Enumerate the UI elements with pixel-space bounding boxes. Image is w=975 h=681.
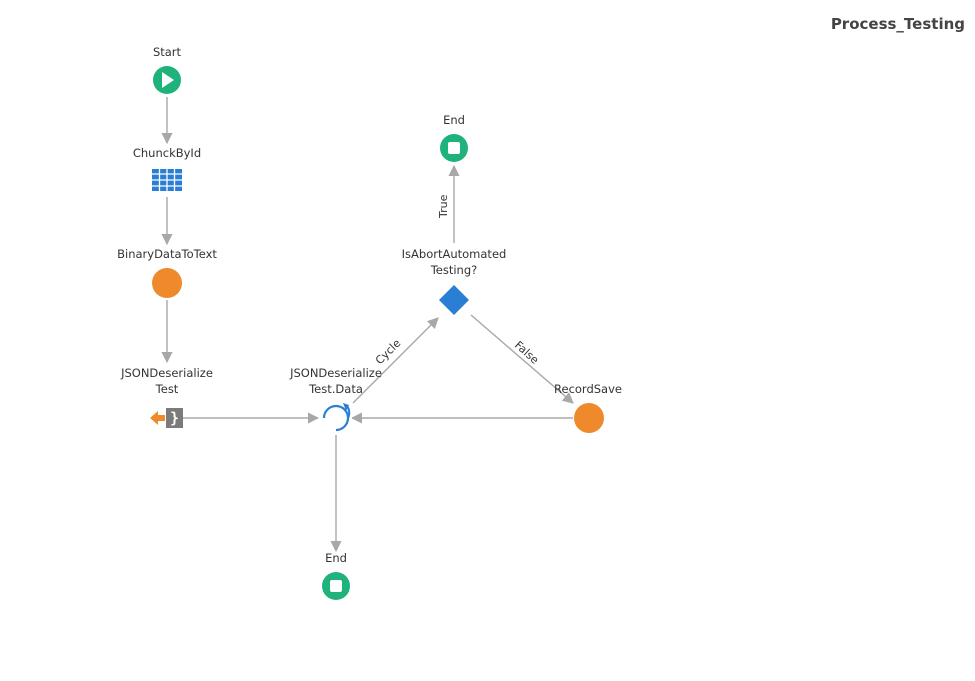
- node-label-json-deserialize-test-line2: Test: [155, 382, 179, 396]
- play-icon: [153, 66, 181, 94]
- node-label-start: Start: [153, 45, 182, 59]
- node-json-deserialize-test[interactable]: JSONDeserialize Test }: [120, 366, 213, 428]
- node-label-is-abort-line2: Testing?: [430, 263, 478, 277]
- edge-decision-to-recordsave: [470, 314, 574, 404]
- node-is-abort-automated-testing[interactable]: IsAbortAutomated Testing?: [402, 247, 507, 315]
- node-start[interactable]: Start: [153, 45, 182, 94]
- orange-circle-icon: [574, 403, 604, 433]
- page-title: Process_Testing: [830, 15, 965, 33]
- node-label-end-top: End: [443, 113, 465, 127]
- node-binary-data-to-text[interactable]: BinaryDataToText: [117, 247, 217, 298]
- node-label-binary-data-to-text: BinaryDataToText: [117, 247, 217, 261]
- stop-icon: [322, 572, 350, 600]
- node-record-save[interactable]: RecordSave: [554, 382, 622, 433]
- edge-label-cycle: Cycle: [373, 337, 404, 368]
- json-deserialize-icon: }: [150, 408, 183, 428]
- node-label-json-deserialize-test-line1: JSONDeserialize: [120, 366, 213, 380]
- node-label-end-bottom: End: [325, 551, 347, 565]
- node-loop-json-deserialize-test-data[interactable]: JSONDeserialize Test.Data: [289, 366, 382, 434]
- diamond-icon: [439, 285, 469, 315]
- node-end-top[interactable]: End: [440, 113, 468, 162]
- stop-icon: [440, 134, 468, 162]
- table-grid-icon: [152, 169, 182, 191]
- node-chunck-by-id[interactable]: ChunckById: [133, 146, 201, 191]
- edge-label-true: True: [437, 194, 450, 219]
- node-label-is-abort-line1: IsAbortAutomated: [402, 247, 507, 261]
- edge-loop-to-decision: [352, 317, 439, 404]
- node-label-chunck-by-id: ChunckById: [133, 146, 201, 160]
- orange-circle-icon: [152, 268, 182, 298]
- cycle-icon: [320, 402, 352, 434]
- node-end-bottom[interactable]: End: [322, 551, 350, 600]
- node-label-record-save: RecordSave: [554, 382, 622, 396]
- svg-text:}: }: [170, 409, 179, 427]
- node-label-loop-line1: JSONDeserialize: [289, 366, 382, 380]
- node-label-loop-line2: Test.Data: [308, 382, 363, 396]
